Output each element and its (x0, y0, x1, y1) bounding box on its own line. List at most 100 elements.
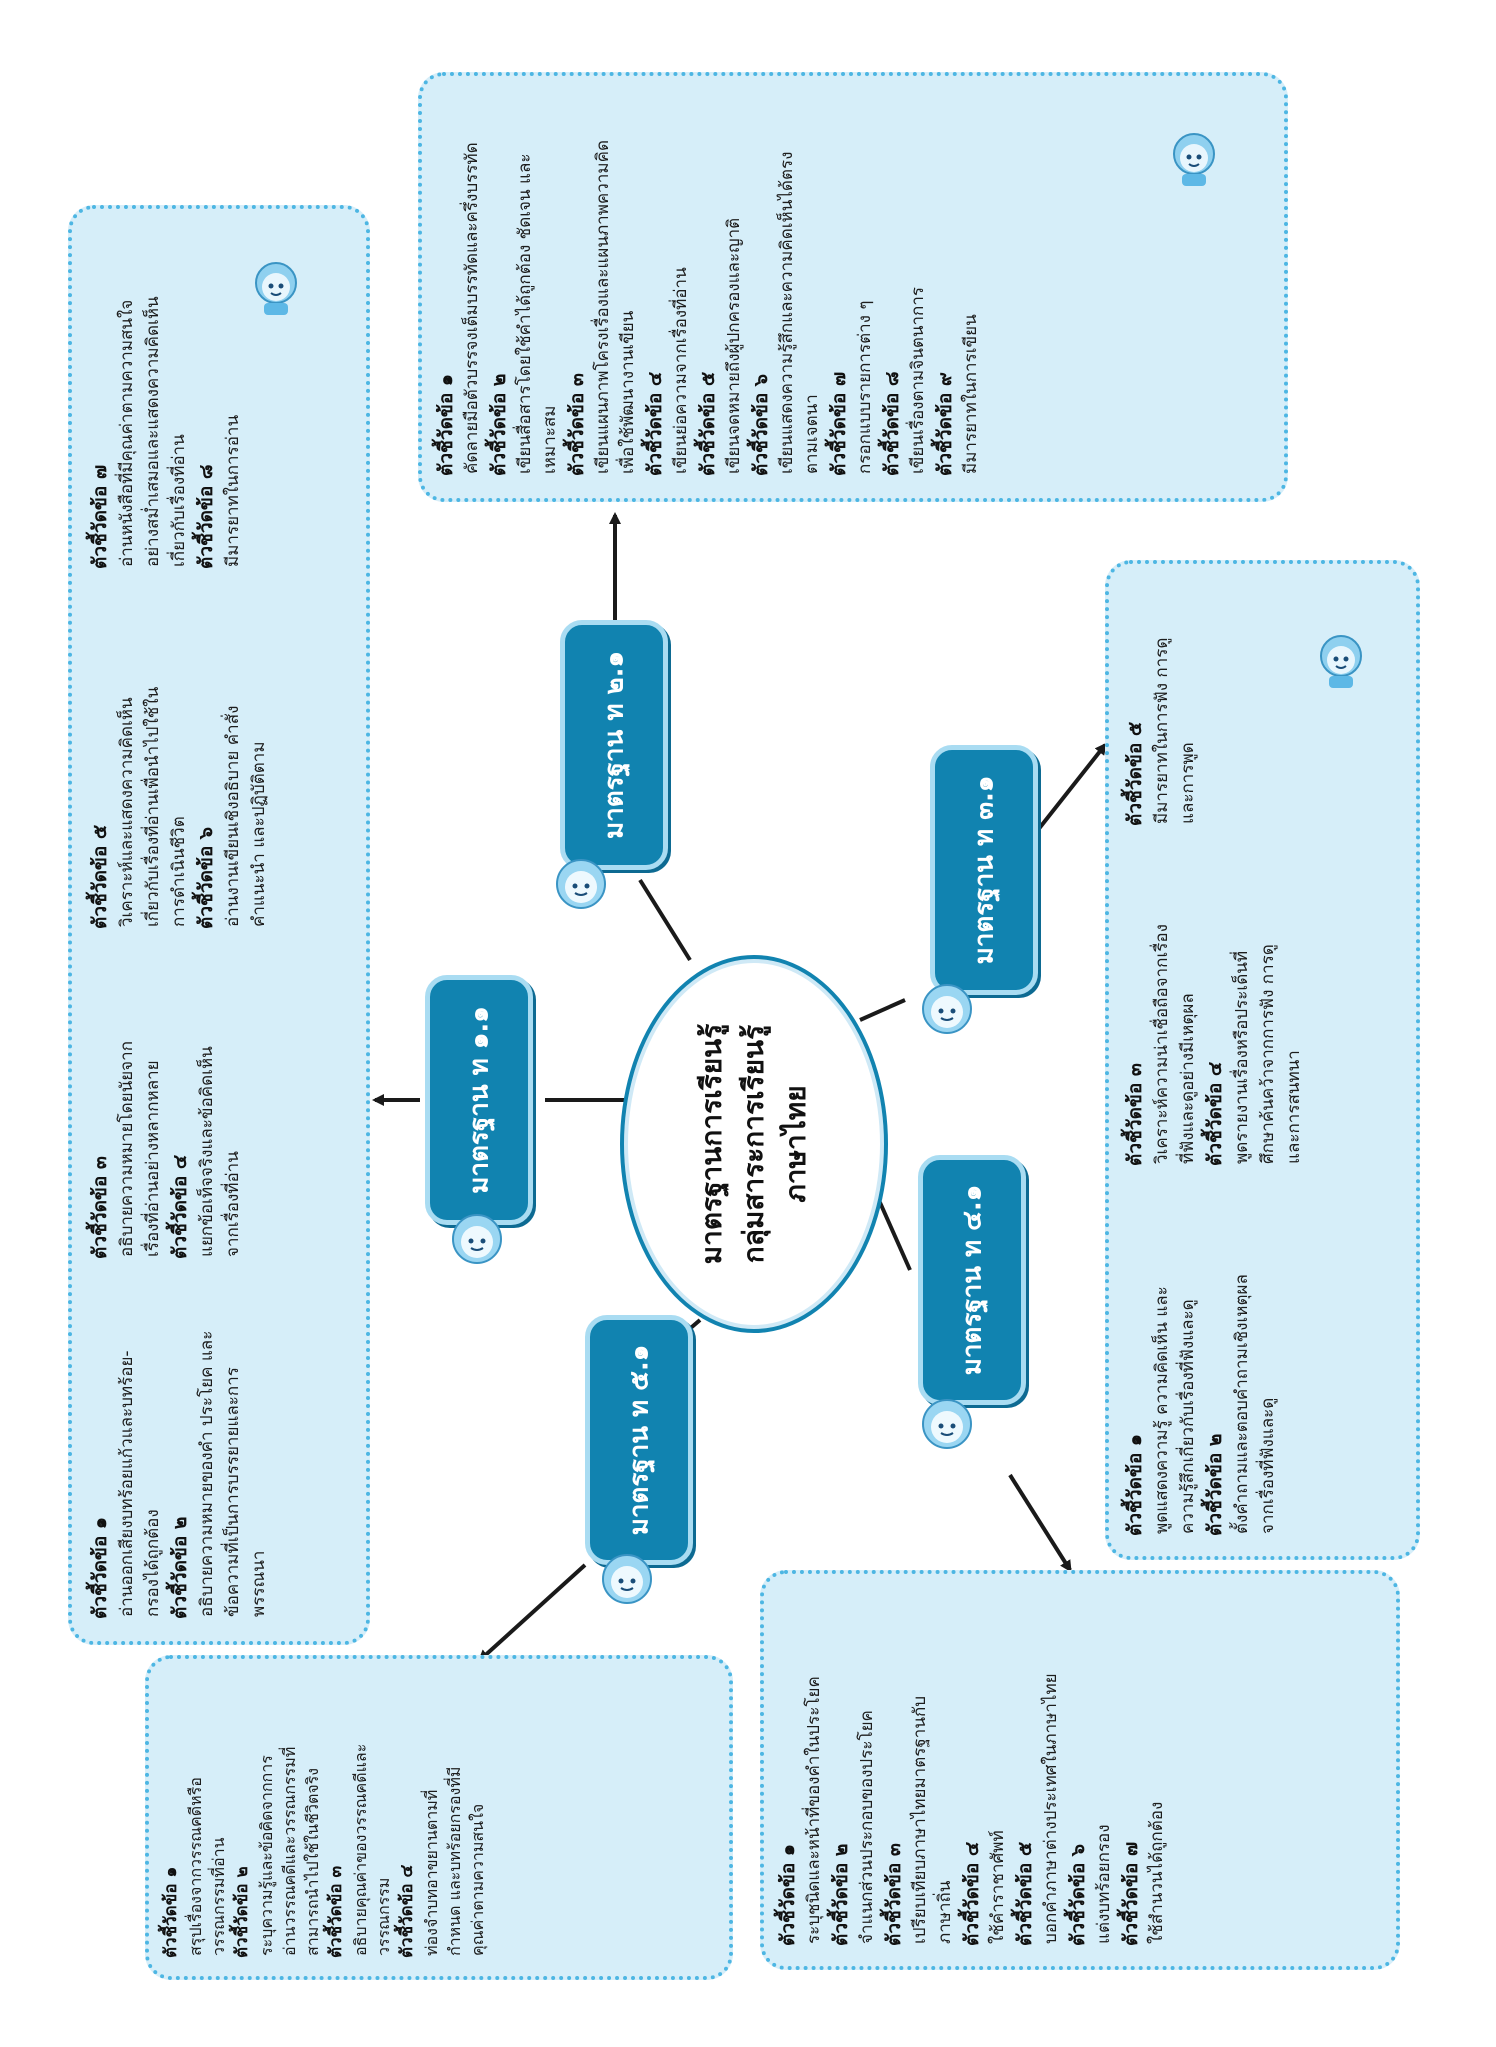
cartoon-boy-avatar-icon (255, 262, 297, 315)
indicator-text: เขียนจดหมายถึงผู้ปกครองและญาติ (724, 217, 744, 474)
indicator-label: ตัวชี้วัดข้อ ๗ (89, 464, 111, 569)
indicator-label: ตัวชี้วัดข้อ ๙ (934, 372, 956, 476)
indicator-5: ตัวชี้วัดข้อ ๕ มีมารยาทในการฟัง การดู แล… (1121, 586, 1201, 826)
indicator-text: เขียนสื่อสารโดยใช้คำได้ถูกต้อง ชัดเจน แล… (515, 153, 535, 474)
pill-standard-3-1: มาตรฐาน ท ๓.๑ (930, 745, 1038, 995)
indicator-text: วิเคราะห์ความน่าเชื่อถือจากเรื่อง (1152, 924, 1172, 1164)
indicator-label: ตัวชี้วัดข้อ ๔ (644, 371, 666, 476)
indicator-label: ตัวชี้วัดข้อ ๓ (1124, 1063, 1146, 1166)
indicator-text: อย่างสม่ำเสมอและแสดงความคิดเห็น (143, 296, 163, 567)
pill-label: มาตรฐาน ท ๕.๑ (624, 1344, 655, 1536)
indicator-text: อ่านวรรณคดีและวรรณกรรมที่ (280, 1746, 299, 1956)
indicator-text: ตั้งคำถามและตอบคำถามเชิงเหตุผล (1232, 1274, 1252, 1534)
pill-label: มาตรฐาน ท ๔.๑ (957, 1184, 988, 1376)
indicator-text: การดำเนินชีวิต (169, 816, 189, 927)
indicator-text: เขียนย่อความจากเรื่องที่อ่าน (671, 267, 691, 474)
pill-label: มาตรฐาน ท ๑.๑ (464, 1006, 495, 1194)
indicator-label: ตัวชี้วัดข้อ ๕ (89, 824, 111, 929)
indicator-list: ตัวชี้วัดข้อ ๑ ระบุชนิดและหน้าที่ของคำใน… (774, 1586, 1170, 1946)
indicator-label: ตัวชี้วัดข้อ ๒ (830, 1843, 852, 1946)
indicator-text: ระบุชนิดและหน้าที่ของคำในประโยค (804, 1676, 824, 1944)
indicator-text: เกี่ยวกับเรื่องที่อ่าน (169, 434, 189, 567)
indicator-3: ตัวชี้วัดข้อ ๓ วิเคราะห์ความน่าเชื่อถือจ… (1121, 836, 1307, 1166)
indicator-text: คำแนะนำ และปฏิบัติตาม (249, 741, 269, 927)
indicator-text: อธิบายความหมายโดยนัยจาก (117, 1041, 137, 1257)
indicator-text: เขียนเรื่องตามจินตนาการ (908, 286, 928, 474)
center-title-line-1: มาตรฐานการเรียนรู้ (695, 1023, 728, 1265)
indicator-text: สามารถนำไปใช้ในชีวิตจริง (303, 1767, 322, 1956)
indicator-label: ตัวชี้วัดข้อ ๓ (883, 1843, 905, 1946)
cartoon-face-icon (452, 1214, 502, 1264)
indicator-text: อ่านงานเขียนเชิงอธิบาย คำสั่ง (223, 705, 243, 927)
indicator-text: จากเรื่องที่ฟังและดู (1258, 1397, 1278, 1534)
cartoon-face-icon (556, 859, 606, 909)
indicator-text: ศึกษาค้นคว้าจากการฟัง การดู (1258, 944, 1278, 1164)
indicator-label: ตัวชี้วัดข้อ ๕ (1124, 721, 1146, 826)
indicator-text: ระบุความรู้และข้อคิดจากการ (257, 1755, 276, 1956)
indicator-text: มีมารยาทในการฟัง การดู (1152, 637, 1172, 824)
pill-standard-5-1: มาตรฐาน ท ๕.๑ (585, 1315, 693, 1565)
indicator-text: ความรู้สึกเกี่ยวกับเรื่องที่ฟังและดู (1178, 1299, 1198, 1534)
indicator-text: และการพูด (1178, 742, 1198, 824)
indicator-text: เหมาะสม (540, 405, 560, 474)
indicator-label: ตัวชี้วัดข้อ ๓ (89, 1156, 111, 1259)
indicator-label: ตัวชี้วัดข้อ ๔ (397, 1864, 417, 1958)
indicator-label: ตัวชี้วัดข้อ ๕ (1014, 1841, 1036, 1946)
cartoon-face-icon (922, 984, 972, 1034)
cartoon-face-icon (922, 1399, 972, 1449)
box-standard-5-1: ตัวชี้วัดข้อ ๑ สรุปเรื่องจากวรรณคดีหรือ … (145, 1655, 733, 1980)
indicator-label: ตัวชี้วัดข้อ ๘ (195, 464, 217, 569)
indicator-label: ตัวชี้วัดข้อ ๖ (1067, 1844, 1089, 1946)
pill-standard-4-1: มาตรฐาน ท ๔.๑ (918, 1155, 1026, 1405)
indicator-text: เขียนแผนภาพโครงเรื่องและแผนภาพความคิด (593, 140, 613, 474)
indicator-text: สรุปเรื่องจากวรรณคดีหรือ (186, 1777, 205, 1956)
indicator-list: ตัวชี้วัดข้อ ๑ คัดลายมือตัวบรรจงเต็มบรรท… (432, 96, 984, 476)
center-title: มาตรฐานการเรียนรู้ กลุ่มสาระการเรียนรู้ … (691, 1024, 817, 1265)
indicator-label: ตัวชี้วัดข้อ ๖ (750, 374, 772, 476)
indicator-label: ตัวชี้วัดข้อ ๒ (488, 373, 510, 476)
indicator-text: วรรณกรรม (374, 1877, 393, 1956)
pill-label: มาตรฐาน ท ๓.๑ (969, 775, 1000, 965)
indicator-text: ที่ฟังและดูอย่างมีเหตุผล (1178, 993, 1198, 1164)
indicator-text: เพื่อใช้พัฒนางานเขียน (618, 310, 638, 474)
indicator-label: ตัวชี้วัดข้อ ๑ (161, 1866, 181, 1958)
indicator-label: ตัวชี้วัดข้อ ๒ (169, 1516, 191, 1619)
indicator-text: อธิบายความหมายของคำ ประโยค และ (197, 1330, 217, 1617)
cartoon-boy-avatar-icon (1320, 635, 1362, 688)
line-center-s31 (859, 998, 906, 1022)
indicator-text: แต่งบทร้อยกรอง (1094, 1824, 1114, 1944)
box-standard-4-1: ตัวชี้วัดข้อ ๑ ระบุชนิดและหน้าที่ของคำใน… (760, 1570, 1400, 1970)
indicator-text: เรื่องที่อ่านอย่างหลากหลาย (143, 1060, 163, 1257)
indicator-text: พูดแสดงความรู้ ความคิดเห็น และ (1152, 1286, 1172, 1534)
indicator-text: อ่านหนังสือที่มีคุณค่าตามความสนใจ (117, 299, 137, 567)
arrow-s31 (1028, 742, 1107, 842)
indicator-label: ตัวชี้วัดข้อ ๗ (828, 371, 850, 476)
box-standard-3-1: ตัวชี้วัดข้อ ๑ พูดแสดงความรู้ ความคิดเห็… (1105, 560, 1420, 1560)
indicator-label: ตัวชี้วัดข้อ ๔ (961, 1841, 983, 1946)
indicator-text: พรรณนา (249, 1550, 269, 1617)
indicator-text: และการสนทนา (1284, 1050, 1304, 1164)
indicator-7: ตัวชี้วัดข้อ ๗ อ่านหนังสือที่มีคุณค่าตาม… (86, 229, 246, 569)
indicator-text: ท่องจำบทอาขยานตามที่ (422, 1789, 441, 1956)
indicator-text: มีมารยาทในการเขียน (961, 314, 981, 474)
center-title-line-3: ภาษาไทย (779, 1085, 812, 1203)
indicator-label: ตัวชี้วัดข้อ ๓ (326, 1865, 346, 1958)
arrow-s41 (1008, 1473, 1072, 1573)
indicator-text: คัดลายมือตัวบรรจงเต็มบรรทัดและครึ่งบรรทั… (462, 142, 482, 474)
indicator-text: พูดรายงานเรื่องหรือประเด็นที่ (1232, 950, 1252, 1164)
pill-standard-1-1: มาตรฐาน ท ๑.๑ (425, 975, 533, 1225)
indicator-3: ตัวชี้วัดข้อ ๓ อธิบายความหมายโดยนัยจาก เ… (86, 939, 246, 1259)
indicator-text: จำแนกส่วนประกอบของประโยค (857, 1710, 877, 1944)
box-standard-2-1: ตัวชี้วัดข้อ ๑ คัดลายมือตัวบรรจงเต็มบรรท… (418, 72, 1288, 502)
indicator-text: กำหนด และบทร้อยกรองที่มี (445, 1766, 464, 1956)
indicator-label: ตัวชี้วัดข้อ ๑ (435, 374, 457, 476)
indicator-label: ตัวชี้วัดข้อ ๕ (697, 371, 719, 476)
indicator-label: ตัวชี้วัดข้อ ๑ (89, 1517, 111, 1619)
indicator-text: มีมารยาทในการอ่าน (223, 414, 243, 567)
indicator-text: กรอกแบบรายการต่าง ๆ (855, 300, 875, 475)
indicator-text: ใช้สำนวนได้ถูกต้อง (1147, 1801, 1167, 1944)
cartoon-boy-avatar-icon (1173, 133, 1215, 186)
indicator-label: ตัวชี้วัดข้อ ๔ (169, 1154, 191, 1259)
indicator-text: อธิบายคุณค่าของวรรณคดีและ (351, 1743, 370, 1956)
indicator-text: ใช้คำราชาศัพท์ (988, 1830, 1008, 1944)
